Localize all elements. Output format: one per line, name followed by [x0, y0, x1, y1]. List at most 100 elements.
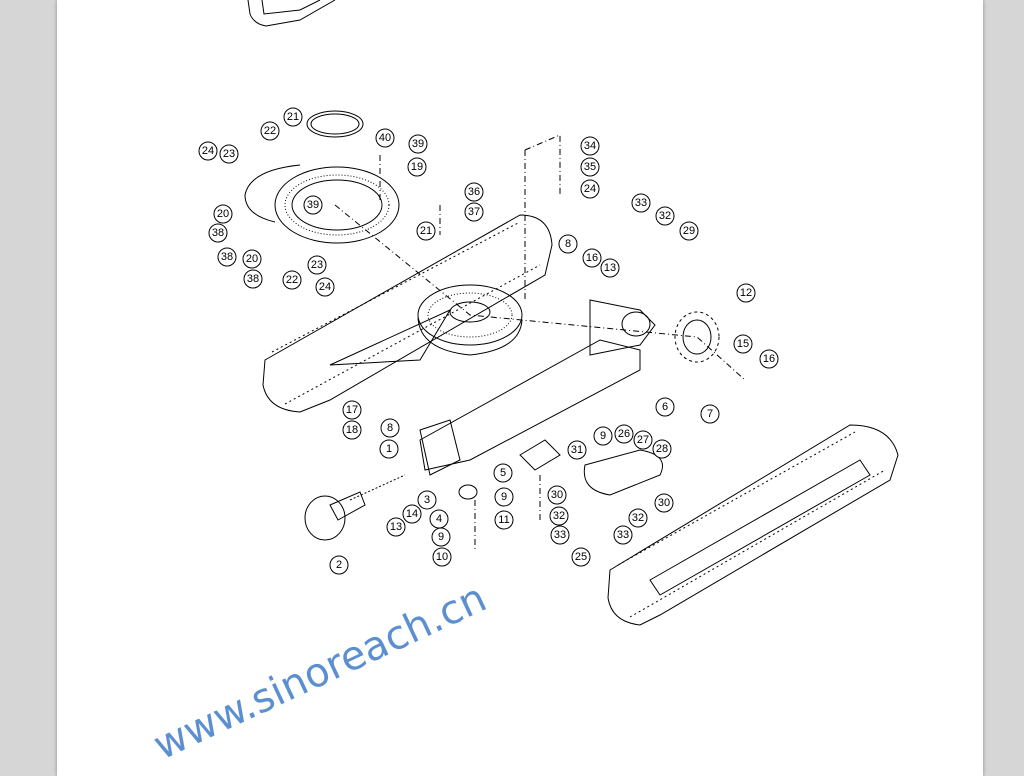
callout-circle [217, 247, 237, 267]
callout-circle [402, 504, 422, 524]
callout-number: 23 [223, 148, 235, 160]
callout-number: 6 [662, 401, 668, 413]
callout-circle [303, 195, 323, 215]
callout-circle [580, 179, 600, 199]
callout-38: 38 [208, 223, 228, 243]
callout-circle [283, 107, 303, 127]
callout-number: 18 [346, 424, 358, 436]
callout-16: 16 [759, 349, 779, 369]
callout-circle [580, 157, 600, 177]
callout-12: 12 [736, 283, 756, 303]
callout-circle [580, 136, 600, 156]
callout-circle [550, 525, 570, 545]
cover-plate [519, 439, 663, 496]
callout-32: 32 [549, 506, 569, 526]
callout-circle [613, 525, 633, 545]
callout-number: 26 [618, 428, 630, 440]
right-track-assembly [607, 424, 899, 626]
callout-circle [493, 463, 513, 483]
callout-circle [558, 234, 578, 254]
callout-number: 19 [411, 161, 423, 173]
callout-circle [417, 490, 437, 510]
callout-circle [494, 510, 514, 530]
watermark: www.sinoreach.cn [147, 575, 494, 769]
callout-13: 13 [600, 258, 620, 278]
callout-40: 40 [375, 128, 395, 148]
callout-number: 38 [212, 227, 224, 239]
callout-number: 34 [584, 140, 596, 152]
callout-number: 40 [379, 132, 391, 144]
callout-circle [654, 493, 674, 513]
callout-25: 25 [571, 547, 591, 567]
left-track-assembly [262, 214, 553, 413]
callout-number: 1 [386, 443, 392, 455]
callout-circle [282, 270, 302, 290]
callout-circle [416, 221, 436, 241]
callout-circle [567, 440, 587, 460]
callout-circle [633, 430, 653, 450]
callout-circle [431, 527, 451, 547]
callout-31: 31 [567, 440, 587, 460]
callout-circle [679, 221, 699, 241]
callout-circle [571, 547, 591, 567]
callout-circle [549, 506, 569, 526]
callout-5: 5 [493, 463, 513, 483]
callout-number: 24 [584, 183, 596, 195]
callout-circle [380, 418, 400, 438]
callout-circle [494, 487, 514, 507]
callout-24: 24 [198, 141, 218, 161]
callout-circle [342, 420, 362, 440]
callout-23: 23 [307, 255, 327, 275]
callout-number: 22 [286, 274, 298, 286]
center-frame [417, 284, 656, 476]
callout-20: 20 [213, 204, 233, 224]
callout-38: 38 [217, 247, 237, 267]
callout-33: 33 [631, 193, 651, 213]
callout-15: 15 [733, 334, 753, 354]
callout-number: 38 [221, 251, 233, 263]
callout-number: 13 [604, 262, 616, 274]
callout-18: 18 [342, 420, 362, 440]
callout-circle [464, 182, 484, 202]
callout-number: 37 [468, 206, 480, 218]
callout-number: 14 [406, 508, 418, 520]
callout-circle [307, 255, 327, 275]
callout-28: 28 [652, 439, 672, 459]
callout-circle [432, 547, 452, 567]
callout-19: 19 [407, 157, 427, 177]
callout-number: 38 [247, 273, 259, 285]
callout-circle [631, 193, 651, 213]
callout-22: 22 [282, 270, 302, 290]
callout-circle [408, 134, 428, 154]
callout-27: 27 [633, 430, 653, 450]
callout-number: 28 [656, 443, 668, 455]
callout-number: 5 [500, 467, 506, 479]
callout-circle [213, 204, 233, 224]
callout-number: 11 [498, 514, 509, 526]
callout-6: 6 [655, 397, 675, 417]
callout-number: 30 [551, 489, 563, 501]
callout-29: 29 [679, 221, 699, 241]
callout-number: 20 [246, 253, 258, 265]
callout-9: 9 [494, 487, 514, 507]
callout-number: 13 [390, 521, 402, 533]
callout-circle [736, 283, 756, 303]
callout-circle [260, 121, 280, 141]
callout-4: 4 [429, 509, 449, 529]
callout-number: 3 [424, 494, 430, 506]
callout-number: 21 [420, 225, 432, 237]
sprocket [674, 311, 720, 363]
callout-number: 9 [600, 430, 606, 442]
callout-30: 30 [654, 493, 674, 513]
callout-17: 17 [342, 400, 362, 420]
callout-circle [700, 404, 720, 424]
callout-number: 31 [571, 444, 583, 456]
callout-32: 32 [655, 206, 675, 226]
callout-number: 2 [336, 559, 342, 571]
callout-number: 33 [554, 529, 566, 541]
callout-number: 8 [387, 422, 393, 434]
idler-and-spring [304, 474, 478, 541]
callout-30: 30 [547, 485, 567, 505]
callout-number: 39 [307, 199, 319, 211]
